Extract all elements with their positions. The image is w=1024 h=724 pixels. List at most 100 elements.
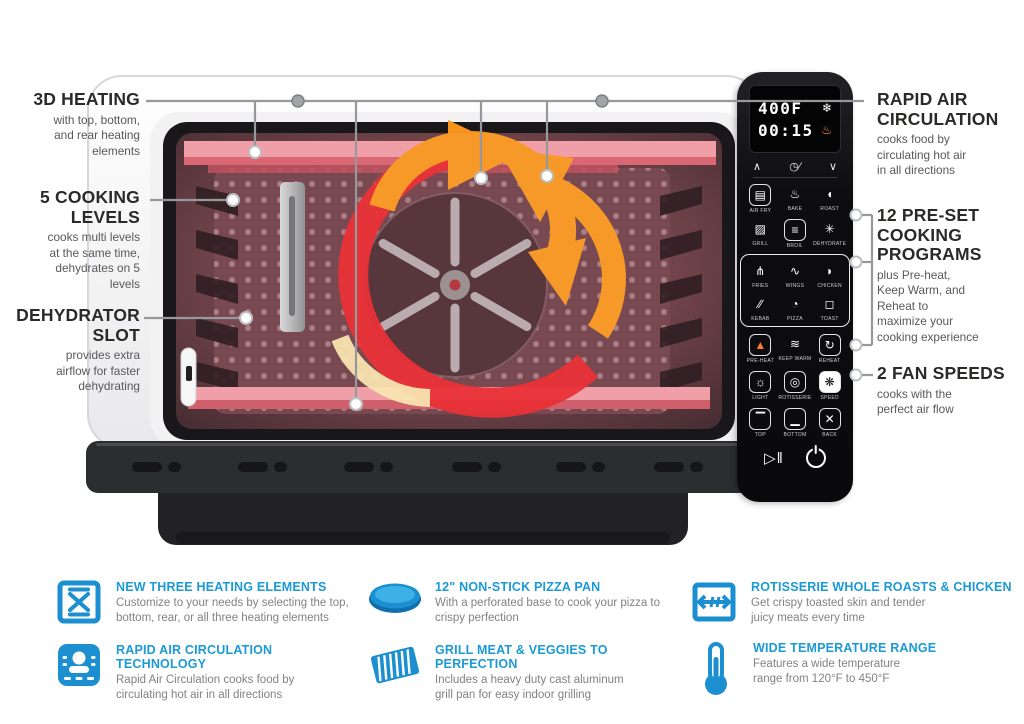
decrease-button[interactable]: ∨ xyxy=(828,161,837,173)
feature-grill-pan: GRILL MEAT & VEGGIES TO PERFECTION Inclu… xyxy=(368,643,668,702)
panel-button[interactable]: ◗ CHICKEN xyxy=(812,258,847,290)
panel-button-label: PIZZA xyxy=(787,316,803,322)
panel-button-label: TOAST xyxy=(820,316,839,322)
feature-pizza-pan: 12" NON-STICK PIZZA PAN With a perforate… xyxy=(368,580,668,625)
panel-button[interactable]: ♨ BAKE xyxy=(778,181,813,215)
preset-group: ⋔ FRIES ∿ WINGS ◗ CHICKEN ∕∕ KEBAB ◔ PIZ… xyxy=(740,254,850,327)
panel-button[interactable]: ◻ TOAST xyxy=(812,291,847,323)
panel-button[interactable]: ∿ WINGS xyxy=(778,258,813,290)
panel-button-label: GRILL xyxy=(752,241,769,247)
increase-button[interactable]: ∧ xyxy=(753,161,762,173)
panel-button-icon: ✕ xyxy=(818,408,841,430)
feature-rapid-air-technology: RAPID AIR CIRCULATION TECHNOLOGY Rapid A… xyxy=(55,643,360,702)
panel-button-label: KEBAB xyxy=(751,316,770,322)
feature-three-heating-elements: NEW THREE HEATING ELEMENTS Customize to … xyxy=(55,580,360,625)
start-pause-button[interactable]: ▷‖ xyxy=(764,450,784,467)
panel-button-label: FRIES xyxy=(752,283,769,289)
panel-button-icon: ∿ xyxy=(789,264,801,278)
oven-base xyxy=(86,441,762,545)
feature-rotisserie: ROTISSERIE WHOLE ROASTS & CHICKEN Get cr… xyxy=(690,580,1020,625)
panel-button-label: PRE-HEAT xyxy=(746,358,774,364)
panel-button-label: KEEP WARM xyxy=(778,356,812,362)
feature-title: 12" NON-STICK PIZZA PAN xyxy=(435,580,601,594)
panel-button[interactable]: ▔ TOP xyxy=(743,405,778,439)
panel-button-label: LIGHT xyxy=(752,395,769,401)
feature-desc: Includes a heavy duty cast aluminum gril… xyxy=(435,674,624,701)
panel-button-icon: ◻ xyxy=(824,297,835,311)
panel-button[interactable]: ❋ SPEED xyxy=(812,368,847,402)
power-button[interactable] xyxy=(805,448,826,468)
panel-button[interactable]: ◖ ROAST xyxy=(812,181,847,215)
panel-button[interactable]: ☼ LIGHT xyxy=(743,368,778,402)
panel-button-label: ROTISSERIE xyxy=(778,395,812,401)
panel-button-icon: ≡ xyxy=(783,219,806,241)
temperature-readout: 400F xyxy=(758,98,803,118)
panel-button-label: AIR FRY xyxy=(749,208,772,214)
callout-preset-programs: 12 PRE-SET COOKING PROGRAMS plus Pre-hea… xyxy=(877,205,1021,346)
callout-title: 5 COOKING LEVELS xyxy=(39,187,140,227)
three-heating-elements-icon xyxy=(55,580,103,624)
panel-button[interactable]: ▁ BOTTOM xyxy=(778,405,813,439)
flame-icon: ♨ xyxy=(821,123,832,137)
panel-button[interactable]: ↻ REHEAT xyxy=(812,331,847,365)
callout-desc: cooks with the perfect air flow xyxy=(877,386,954,417)
panel-button-icon: ◗ xyxy=(826,264,834,278)
panel-button[interactable]: ◔ PIZZA xyxy=(778,291,813,323)
panel-button-icon: ∕∕ xyxy=(758,297,763,311)
callout-desc: provides extra airflow for faster dehydr… xyxy=(56,348,140,394)
panel-button-icon: ▤ xyxy=(749,184,772,206)
panel-button-icon: ✳ xyxy=(824,222,835,236)
rotisserie-icon xyxy=(690,580,738,624)
panel-button-icon: ♨ xyxy=(789,187,801,201)
panel-button-icon: ▔ xyxy=(749,408,772,430)
panel-button[interactable]: ≡ BROIL xyxy=(778,216,813,250)
panel-button-label: ROAST xyxy=(820,206,840,212)
panel-button-icon: ▲ xyxy=(749,334,772,356)
dehydrator-slot xyxy=(180,347,197,407)
callout-fan-speeds: 2 FAN SPEEDS cooks with the perfect air … xyxy=(877,363,1021,418)
panel-button-icon: ◖ xyxy=(826,187,834,201)
adjust-row: ∧ ◷∕ ∨ xyxy=(753,160,837,173)
feature-desc: Rapid Air Circulation cooks food by circ… xyxy=(116,674,295,701)
time-temp-toggle-button[interactable]: ◷∕ xyxy=(789,161,801,173)
pizza-pan-icon xyxy=(368,580,422,616)
feature-title: GRILL MEAT & VEGGIES TO PERFECTION xyxy=(435,643,608,671)
base-vents xyxy=(132,462,703,472)
panel-button[interactable]: ≋ KEEP WARM xyxy=(778,331,813,365)
feature-desc: Customize to your needs by selecting the… xyxy=(116,597,349,624)
panel-button-label: BROIL xyxy=(786,243,804,249)
panel-button[interactable]: ✕ BACK xyxy=(812,405,847,439)
panel-button-icon: ◔ xyxy=(791,297,799,311)
panel-divider xyxy=(753,177,837,178)
oven-illustration xyxy=(86,75,762,545)
callout-title: RAPID AIR CIRCULATION xyxy=(877,89,999,129)
panel-button-icon: ◎ xyxy=(783,371,806,393)
callout-title: 2 FAN SPEEDS xyxy=(877,363,1005,383)
panel-button[interactable]: ⋔ FRIES xyxy=(743,258,778,290)
feature-desc: Features a wide temperature range from 1… xyxy=(753,658,901,685)
panel-button[interactable]: ▤ AIR FRY xyxy=(743,181,778,215)
panel-button[interactable]: ∕∕ KEBAB xyxy=(743,291,778,323)
door-glass-sheen xyxy=(176,133,722,429)
panel-button-icon: ▁ xyxy=(783,408,806,430)
panel-button[interactable]: ✳ DEHYDRATE xyxy=(812,216,847,250)
callout-title: 3D HEATING xyxy=(33,89,140,109)
control-panel: 400F ❄ 00:15 ♨ ∧ ◷∕ ∨ ▤ AIR FRY ♨ BAKE ◖ xyxy=(737,72,853,502)
transport-row: ▷‖ xyxy=(764,448,826,468)
panel-button[interactable]: ▨ GRILL xyxy=(743,216,778,250)
callout-desc: plus Pre-heat, Keep Warm, and Reheat to … xyxy=(877,267,979,345)
callout-3d-heating: 3D HEATING with top, bottom, and rear he… xyxy=(6,89,140,159)
feature-title: RAPID AIR CIRCULATION TECHNOLOGY xyxy=(116,643,273,671)
feature-title: ROTISSERIE WHOLE ROASTS & CHICKEN xyxy=(751,580,1012,594)
callout-title: DEHYDRATOR SLOT xyxy=(16,305,140,345)
timer-readout: 00:15 xyxy=(758,120,814,140)
panel-button-label: DEHYDRATE xyxy=(813,241,847,247)
panel-button[interactable]: ▲ PRE-HEAT xyxy=(743,331,778,365)
panel-button[interactable]: ◎ ROTISSERIE xyxy=(778,368,813,402)
panel-button-label: CHICKEN xyxy=(817,283,842,289)
grill-pan-icon xyxy=(368,643,422,687)
hot-air-swirl xyxy=(331,120,626,418)
panel-button-icon: ❋ xyxy=(818,371,841,393)
panel-button-icon: ↻ xyxy=(818,334,841,356)
panel-button-label: BACK xyxy=(822,432,838,438)
